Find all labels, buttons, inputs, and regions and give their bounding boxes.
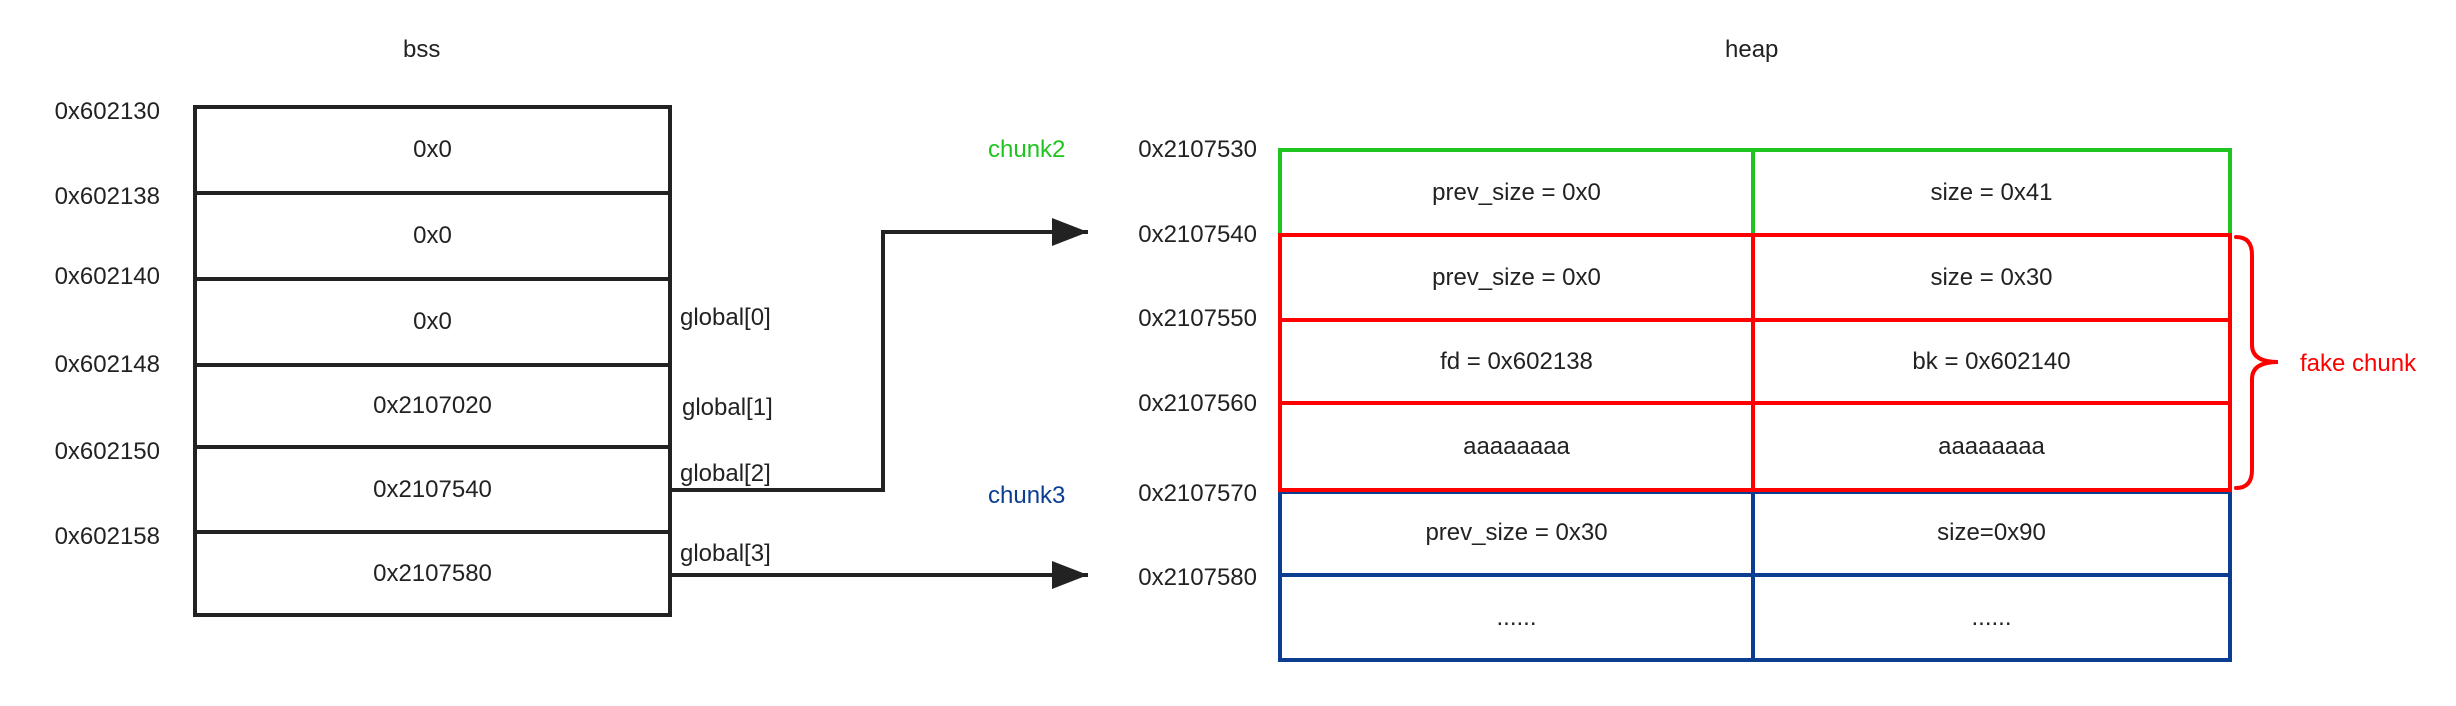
bss-address-label: 0x602158 bbox=[54, 523, 160, 550]
heap-cell-data: aaaaaaaa bbox=[1463, 432, 1570, 460]
bss-address-label: 0x602140 bbox=[54, 263, 160, 290]
heap-cell-data: aaaaaaaa bbox=[1938, 432, 2045, 460]
bss-title: bss bbox=[403, 36, 441, 63]
fake-chunk-box bbox=[1278, 233, 2232, 492]
heap-cell-ellipsis: ...... bbox=[1496, 603, 1537, 631]
bss-address-label: 0x602148 bbox=[54, 351, 160, 378]
bss-address-label: 0x602130 bbox=[54, 98, 160, 125]
heap-address-label: 0x2107530 bbox=[1138, 136, 1257, 163]
fake-chunk-brace-icon bbox=[2234, 235, 2279, 490]
heap-cell-prev-size: prev_size = 0x0 bbox=[1432, 263, 1601, 291]
bss-cell: 0x2107540 bbox=[373, 475, 492, 503]
heap-cell-prev-size: prev_size = 0x0 bbox=[1432, 178, 1601, 206]
fake-chunk-label: fake chunk bbox=[2300, 350, 2417, 377]
heap-address-label: 0x2107570 bbox=[1138, 480, 1257, 507]
chunk2-label: chunk2 bbox=[988, 136, 1066, 163]
heap-cell-bk: bk = 0x602140 bbox=[1912, 347, 2071, 375]
bss-address-label: 0x602138 bbox=[54, 183, 160, 210]
arrow-global2-to-fake-chunk bbox=[670, 218, 1088, 492]
heap-address-label: 0x2107560 bbox=[1138, 390, 1257, 417]
bss-table-border bbox=[193, 105, 672, 617]
bss-cell: 0x0 bbox=[413, 136, 452, 163]
heap-cell-size: size=0x90 bbox=[1937, 518, 2046, 546]
heap-address-label: 0x2107550 bbox=[1138, 305, 1257, 332]
bss-cell: 0x2107580 bbox=[373, 559, 492, 587]
heap-title: heap bbox=[1725, 36, 1779, 63]
heap-cell-prev-size: prev_size = 0x30 bbox=[1425, 518, 1608, 546]
global-label: global[2] bbox=[680, 460, 771, 487]
bss-cell: 0x0 bbox=[413, 308, 452, 335]
heap-cell-size: size = 0x41 bbox=[1930, 178, 2053, 206]
chunk3-label: chunk3 bbox=[988, 482, 1066, 509]
heap-address-label: 0x2107580 bbox=[1138, 564, 1257, 591]
heap-address-label: 0x2107540 bbox=[1138, 221, 1257, 248]
global-label: global[3] bbox=[680, 540, 771, 567]
chunk2-box bbox=[1278, 148, 2232, 235]
heap-cell-ellipsis: ...... bbox=[1971, 603, 2012, 631]
bss-cell: 0x2107020 bbox=[373, 392, 492, 419]
heap-cell-size: size = 0x30 bbox=[1930, 263, 2053, 291]
bss-cell: 0x0 bbox=[413, 222, 452, 249]
global-label: global[1] bbox=[682, 394, 773, 421]
chunk3-box bbox=[1278, 490, 2232, 662]
bss-address-label: 0x602150 bbox=[54, 438, 160, 465]
bss-table bbox=[193, 105, 672, 617]
global-label: global[0] bbox=[680, 304, 771, 331]
heap-cell-fd: fd = 0x602138 bbox=[1440, 347, 1593, 375]
